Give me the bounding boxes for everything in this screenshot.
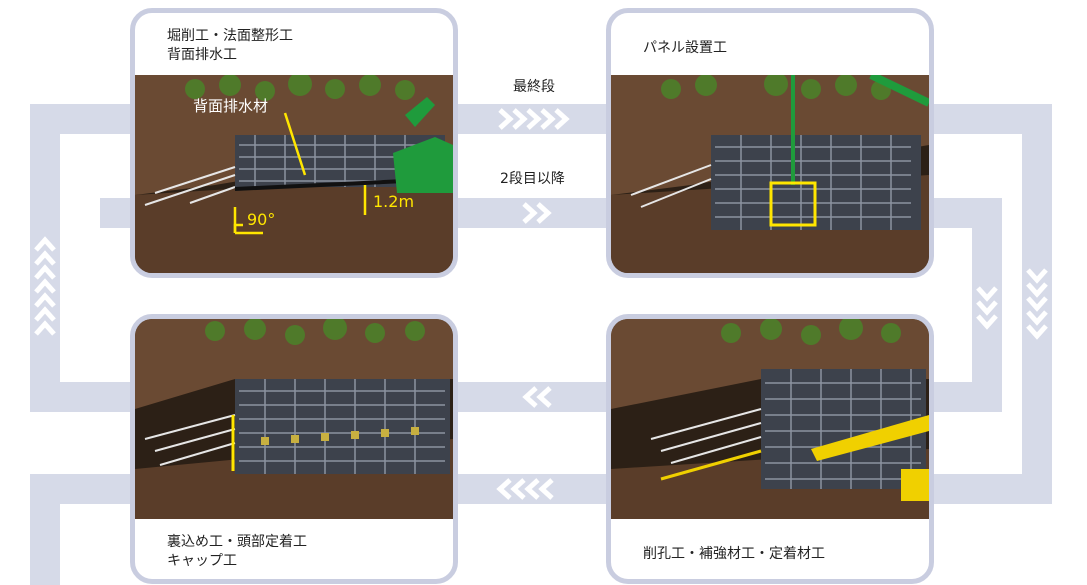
chevron-left-icon <box>510 478 526 500</box>
flow-band-left <box>30 104 60 412</box>
chevron-down-icon <box>1026 282 1048 298</box>
scene-panel <box>611 75 929 273</box>
chevron-right-icon <box>498 108 514 130</box>
chevron-down-icon <box>1026 324 1048 340</box>
annotation-height: 1.2m <box>373 192 414 211</box>
flow-band-bottom-left <box>30 474 60 585</box>
chevron-left-icon <box>536 386 552 408</box>
scene-backfill <box>135 319 453 519</box>
chevron-down-icon <box>1026 296 1048 312</box>
step-label: 堀削工・法面整形工 背面排水工 <box>167 28 293 63</box>
chevron-right-icon <box>526 108 542 130</box>
scene-drilling <box>611 319 929 519</box>
step-label: 削孔工・補強材工・定着材工 <box>643 546 825 562</box>
chevron-right-icon <box>540 108 556 130</box>
chevron-up-icon <box>34 278 56 294</box>
annotation-drain: 背面排水材 <box>193 97 268 115</box>
chevron-up-icon <box>34 250 56 266</box>
scene-excavation: 背面排水材 90° 1.2m <box>135 75 453 273</box>
step-card-excavation: 堀削工・法面整形工 背面排水工 背面排水 <box>130 8 458 278</box>
chevron-right-icon <box>512 108 528 130</box>
chevron-up-icon <box>34 292 56 308</box>
chevron-down-icon <box>976 314 998 330</box>
step-card-backfill: 裏込め工・頭部定着工 キャップ工 <box>130 314 458 584</box>
step-label: パネル設置工 <box>643 40 727 56</box>
flow-band-right <box>1022 104 1052 504</box>
chevron-left-icon <box>524 478 540 500</box>
step-label: 裏込め工・頭部定着工 キャップ工 <box>167 534 307 569</box>
chevron-down-icon <box>1026 310 1048 326</box>
flow-band-inner-right <box>972 198 1002 412</box>
chevron-right-icon <box>522 202 538 224</box>
annotation-angle: 90° <box>247 210 275 229</box>
chevron-right-icon <box>536 202 552 224</box>
chevron-right-icon <box>554 108 570 130</box>
chevron-up-icon <box>34 264 56 280</box>
chevron-left-icon <box>538 478 554 500</box>
chevron-down-icon <box>976 300 998 316</box>
chevron-up-icon <box>34 306 56 322</box>
chevron-left-icon <box>496 478 512 500</box>
chevron-down-icon <box>1026 268 1048 284</box>
chevron-down-icon <box>976 286 998 302</box>
flow-label-final: 最終段 <box>513 79 555 95</box>
chevron-up-icon <box>34 236 56 252</box>
step-card-panel: パネル設置工 <box>606 8 934 278</box>
chevron-up-icon <box>34 320 56 336</box>
flow-label-subsequent: 2段目以降 <box>500 171 565 187</box>
chevron-left-icon <box>522 386 538 408</box>
step-card-drilling: 削孔工・補強材工・定着材工 <box>606 314 934 584</box>
